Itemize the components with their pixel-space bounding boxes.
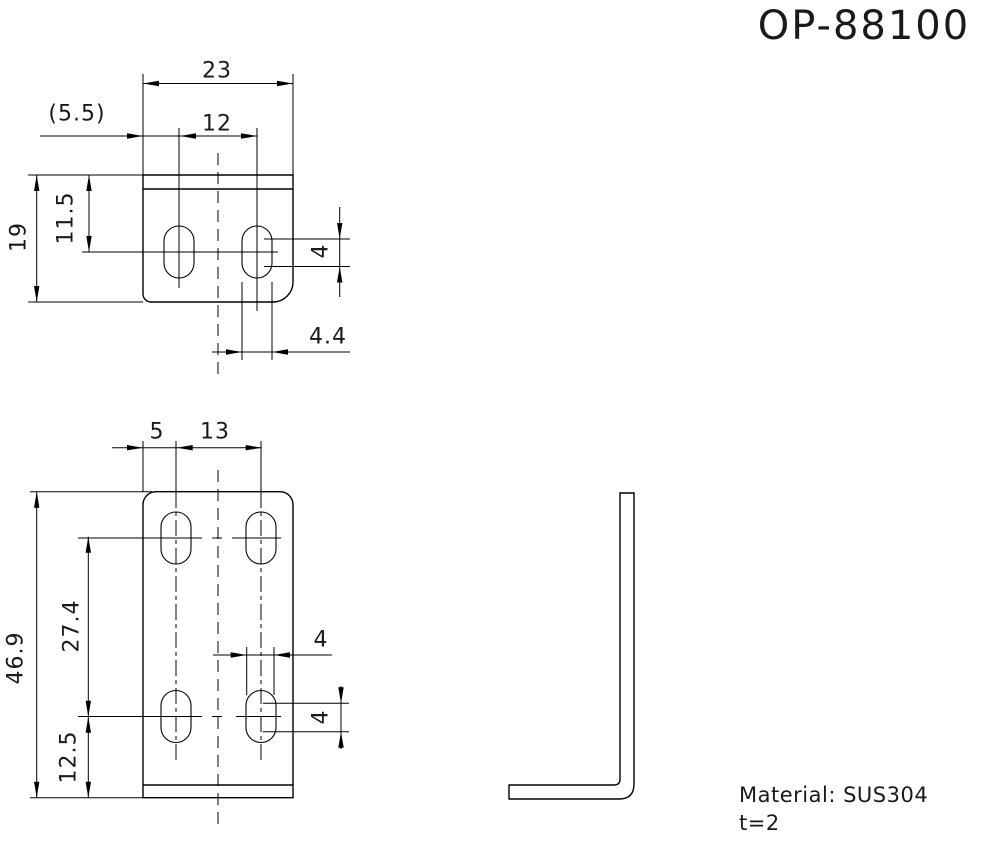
dim-top-slot-width: 4.4 xyxy=(309,324,347,350)
front-view-slot-column-centerlines xyxy=(175,492,262,763)
top-view-slot-centerlines xyxy=(82,128,278,311)
top-view-part-outline xyxy=(142,174,294,303)
dim-top-slot-pitch: 12 xyxy=(202,111,232,137)
side-view xyxy=(508,492,635,800)
dim-top-overall-depth: 19 xyxy=(6,222,32,252)
dim-top-overall-width: 23 xyxy=(202,58,232,84)
dim-top-slot-straight: 4 xyxy=(308,243,334,259)
dim-top-slot-center: 11.5 xyxy=(53,191,79,245)
dim-front-left-offset: 5 xyxy=(149,419,165,445)
dim-front-overall-height: 46.9 xyxy=(3,631,29,685)
dim-front-slot-pitch: 13 xyxy=(200,419,230,445)
dim-front-row-pitch: 27.4 xyxy=(59,599,85,653)
top-view-arrowheads xyxy=(34,80,343,355)
front-view xyxy=(30,441,349,828)
dim-front-bottom-offset: 12.5 xyxy=(56,730,82,784)
material-note: Material: SUS304 xyxy=(739,783,929,807)
front-view-arrowheads xyxy=(34,445,344,798)
front-view-slot-row-centerlines xyxy=(78,537,281,717)
side-view-outline xyxy=(508,492,635,800)
front-view-extension-lines xyxy=(30,441,349,799)
dim-top-left-offset: (5.5) xyxy=(48,101,106,127)
top-view-dimension-lines xyxy=(36,83,350,353)
top-view xyxy=(28,74,350,376)
front-view-part-outline xyxy=(142,491,294,799)
dim-front-slot-straight: 4 xyxy=(308,709,334,725)
drawing-title: OP-88100 xyxy=(757,3,971,49)
dim-front-slot-offset: 4 xyxy=(313,627,329,653)
thickness-note: t=2 xyxy=(739,811,780,835)
top-view-extension-lines xyxy=(28,74,350,360)
